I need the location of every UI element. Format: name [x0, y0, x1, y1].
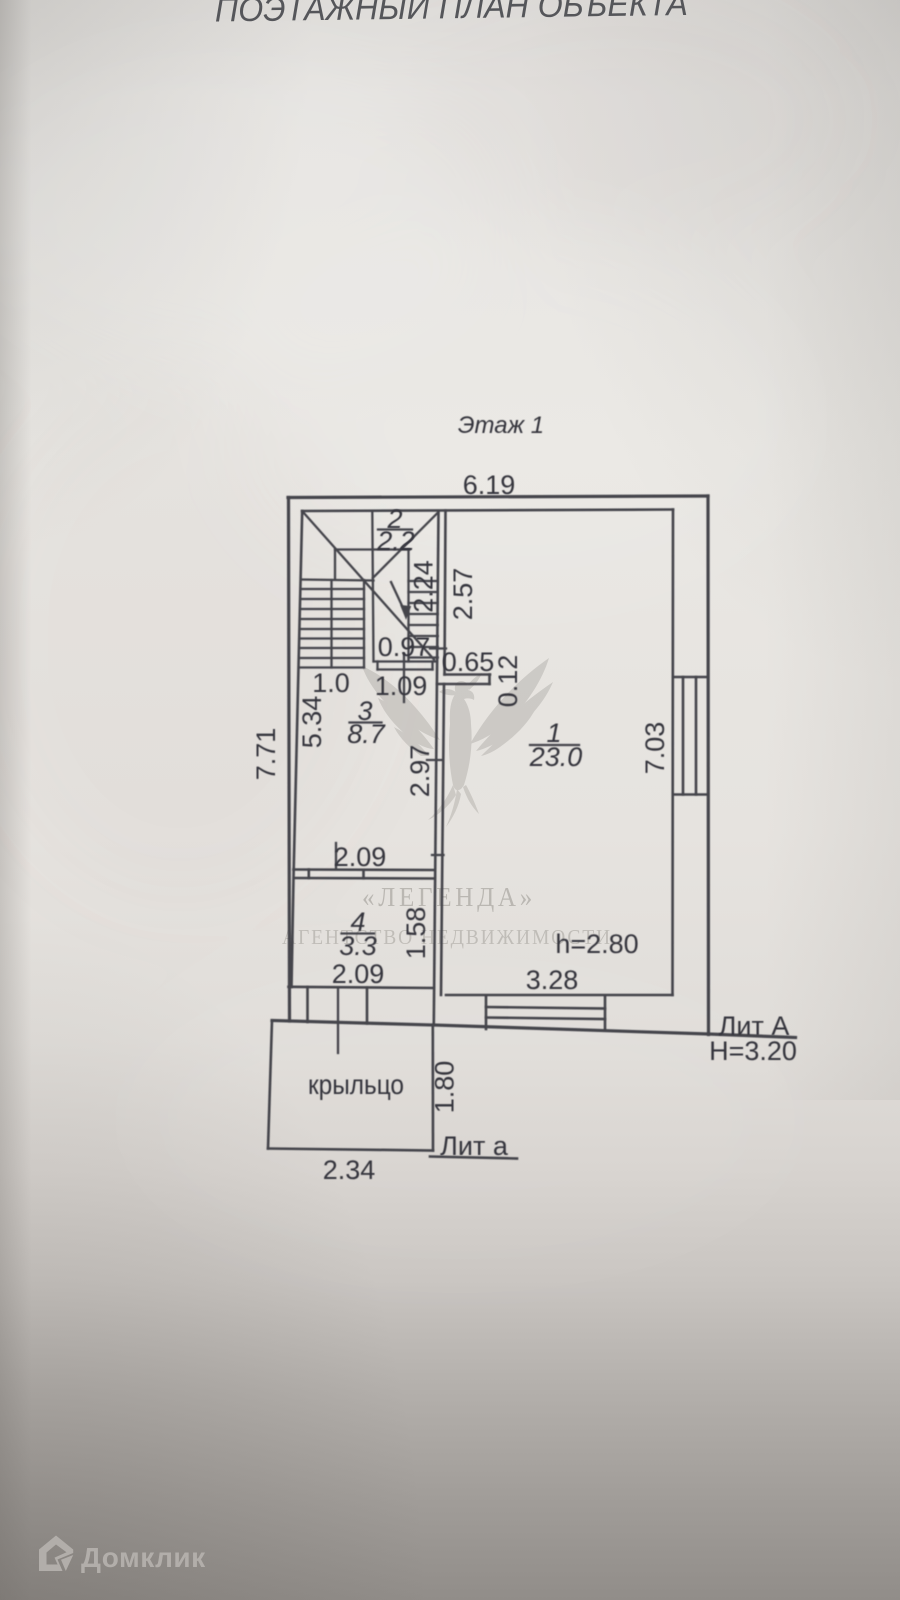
svg-text:2.57: 2.57	[448, 568, 478, 621]
svg-text:7.71: 7.71	[251, 728, 281, 781]
svg-text:Лит А: Лит А	[719, 1011, 790, 1041]
svg-text:1: 1	[546, 718, 561, 748]
svg-text:Лит а: Лит а	[440, 1131, 509, 1161]
svg-text:Домклик: Домклик	[81, 1542, 206, 1573]
svg-text:2.24: 2.24	[409, 560, 439, 613]
svg-text:3.3: 3.3	[339, 931, 377, 961]
svg-text:0.65: 0.65	[442, 647, 495, 677]
svg-text:23.0: 23.0	[529, 742, 583, 772]
svg-text:1.09: 1.09	[375, 671, 428, 701]
svg-text:1.58: 1.58	[401, 907, 431, 960]
svg-text:2.97: 2.97	[405, 745, 435, 798]
svg-text:2.34: 2.34	[323, 1155, 376, 1185]
svg-text:0.97: 0.97	[378, 632, 431, 662]
svg-text:3: 3	[357, 696, 372, 726]
svg-text:2.09: 2.09	[332, 959, 385, 989]
svg-text:1.0: 1.0	[312, 668, 350, 698]
svg-text:0.12: 0.12	[493, 655, 523, 708]
svg-text:2.2: 2.2	[376, 526, 415, 556]
svg-text:АГЕНТСТВО НЕДВИЖИМОСТИ: АГЕНТСТВО НЕДВИЖИМОСТИ	[282, 925, 612, 949]
svg-text:2: 2	[386, 504, 402, 534]
svg-text:3.28: 3.28	[526, 965, 579, 995]
svg-text:6.19: 6.19	[463, 470, 516, 500]
svg-text:5.34: 5.34	[297, 696, 327, 749]
svg-text:Этаж 1: Этаж 1	[458, 412, 544, 439]
svg-text:крыльцо: крыльцо	[308, 1069, 404, 1100]
svg-text:2.09: 2.09	[334, 842, 387, 872]
svg-text:7.03: 7.03	[640, 722, 670, 775]
svg-text:h=2.80: h=2.80	[555, 929, 638, 959]
svg-text:1.80: 1.80	[430, 1061, 460, 1114]
svg-text:«ЛЕГЕНДА»: «ЛЕГЕНДА»	[362, 882, 536, 912]
svg-text:Н=3.20: Н=3.20	[709, 1036, 797, 1066]
svg-text:8.7: 8.7	[347, 719, 386, 749]
svg-text:4: 4	[350, 907, 365, 937]
